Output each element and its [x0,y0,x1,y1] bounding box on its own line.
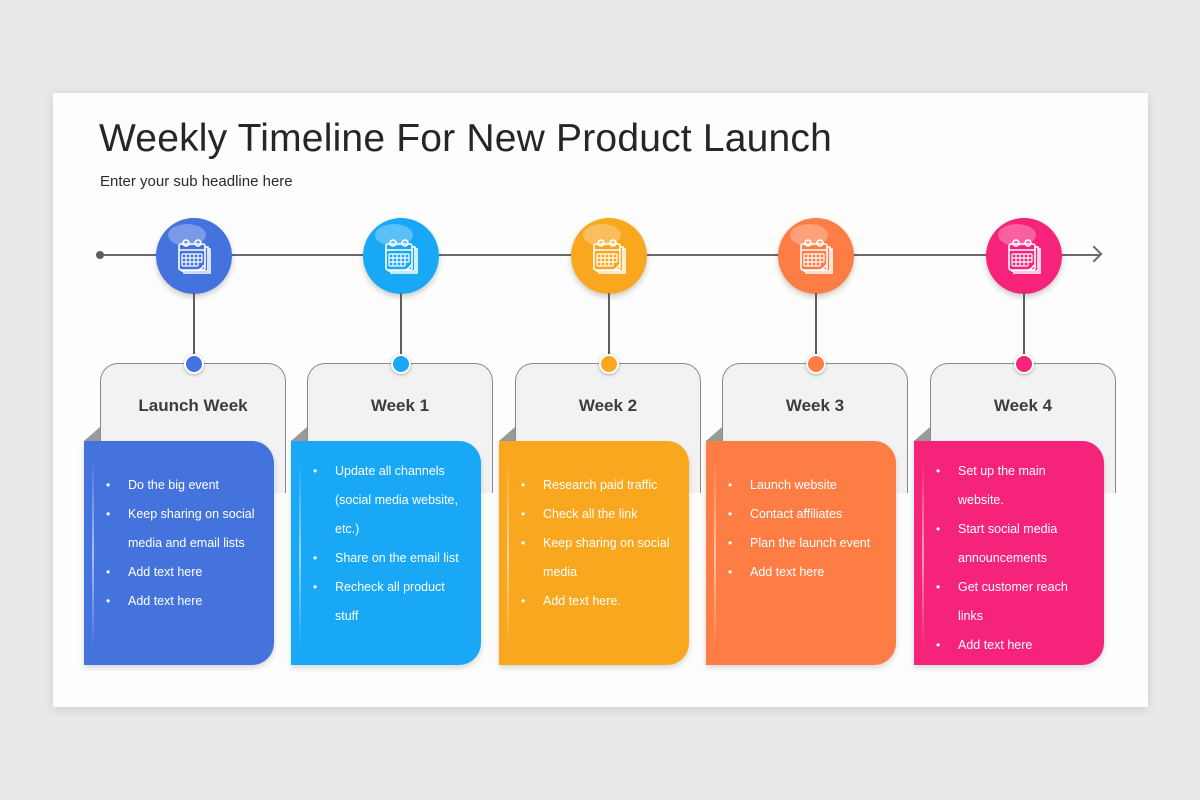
task-item: Keep sharing on social media and email l… [104,500,264,558]
stage-pin [184,354,204,374]
stage-task-list: Set up the main website.Start social med… [934,457,1094,660]
stage-body-card: Set up the main website.Start social med… [914,441,1104,665]
stage-task-list: Do the big eventKeep sharing on social m… [104,471,264,616]
stage-pin [391,354,411,374]
calendar-icon [593,239,626,274]
stage-heading: Launch Week [138,396,248,415]
stage-node [986,218,1062,294]
stage-heading: Week 4 [993,396,1053,415]
card-fold [84,427,100,441]
stage-node [571,218,647,294]
task-item: Contact affiliates [726,500,886,529]
timeline-stage-5: Week 4 Set up the main website.Start soc… [914,93,1132,707]
stage-heading: Week 2 [578,396,638,415]
slide-subtitle: Enter your sub headline here [100,173,293,190]
stage-task-list: Research paid trafficCheck all the linkK… [519,471,679,616]
task-item: Recheck all product stuff [311,573,471,631]
task-item: Set up the main website. [934,457,1094,515]
calendar-icon [178,239,211,274]
task-item: Add text here. [519,587,679,616]
stage-task-list: Launch websiteContact affiliatesPlan the… [726,471,886,587]
stage-heading: Week 3 [785,396,845,415]
calendar-icon [1008,239,1041,274]
slide-title: Weekly Timeline For New Product Launch [99,117,833,160]
task-item: Check all the link [519,500,679,529]
timeline-stage-2: Week 1 Update all channels (social media… [291,93,509,707]
task-item: Research paid traffic [519,471,679,500]
calendar-icon [385,239,418,274]
task-item: Add text here [934,631,1094,660]
slide: Weekly Timeline For New Product Launch E… [53,93,1148,707]
task-item: Share on the email list [311,544,471,573]
stage-task-list: Update all channels (social media websit… [311,457,471,631]
timeline-stage-3: Week 2 Research paid trafficCheck all th… [499,93,717,707]
card-fold [499,427,515,441]
card-fold [291,427,307,441]
calendar-icon [800,239,833,274]
task-item: Add text here [104,558,264,587]
stage-heading: Week 1 [370,396,430,415]
stage-pin [599,354,619,374]
task-item: Update all channels (social media websit… [311,457,471,544]
task-item: Add text here [104,587,264,616]
task-item: Plan the launch event [726,529,886,558]
stage-body-card: Research paid trafficCheck all the linkK… [499,441,689,665]
timeline-stage-4: Week 3 Launch websiteContact affiliatesP… [706,93,924,707]
stage-connector [815,293,817,363]
stage-connector [400,293,402,363]
task-item: Add text here [726,558,886,587]
card-fold [706,427,722,441]
card-fold [914,427,930,441]
stage-node [156,218,232,294]
stage-node [778,218,854,294]
task-item: Keep sharing on social media [519,529,679,587]
stage-connector [193,293,195,363]
task-item: Do the big event [104,471,264,500]
task-item: Get customer reach links [934,573,1094,631]
stage-node [363,218,439,294]
stage-pin [1014,354,1034,374]
task-item: Start social media announcements [934,515,1094,573]
task-item: Launch website [726,471,886,500]
timeline-stage-1: Launch Week Do the big eventKeep sharing… [84,93,302,707]
stage-body-card: Launch websiteContact affiliatesPlan the… [706,441,896,665]
stage-connector [608,293,610,363]
stage-body-card: Update all channels (social media websit… [291,441,481,665]
stage-body-card: Do the big eventKeep sharing on social m… [84,441,274,665]
stage-connector [1023,293,1025,363]
stage-pin [806,354,826,374]
timeline-start-dot [96,251,104,259]
